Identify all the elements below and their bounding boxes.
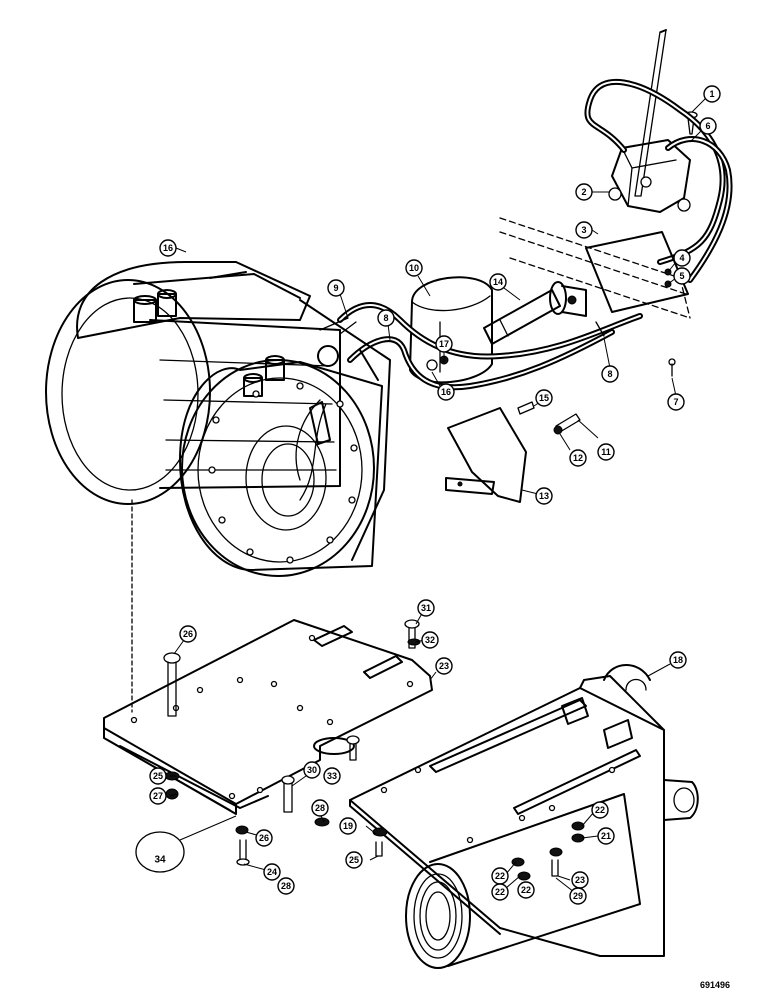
control-valve-assembly [584, 29, 733, 283]
callout: 22 [491, 883, 509, 901]
callout: 32 [421, 631, 439, 649]
callout: 13 [535, 487, 553, 505]
svg-text:9: 9 [333, 283, 338, 293]
svg-text:3: 3 [581, 225, 586, 235]
callout: 10 [405, 259, 423, 277]
svg-text:2: 2 [581, 187, 586, 197]
svg-text:32: 32 [425, 635, 435, 645]
svg-text:25: 25 [153, 771, 163, 781]
svg-text:14: 14 [493, 277, 503, 287]
svg-text:23: 23 [439, 661, 449, 671]
callout: 22 [491, 867, 509, 885]
shaft-guard [409, 276, 493, 384]
svg-text:33: 33 [327, 771, 337, 781]
callout: 5 [673, 267, 691, 285]
base-frame [349, 664, 699, 969]
callout: 33 [323, 767, 341, 785]
svg-text:16: 16 [163, 243, 173, 253]
callout: 3 [575, 221, 593, 239]
svg-text:24: 24 [267, 867, 277, 877]
callout: 4 [673, 249, 691, 267]
svg-text:12: 12 [573, 453, 583, 463]
leader-lines [169, 97, 707, 893]
callout: 16 [437, 383, 455, 401]
callout: 12 [569, 449, 587, 467]
callout: 25 [345, 851, 363, 869]
svg-text:28: 28 [315, 803, 325, 813]
callout-large: 34 [154, 855, 166, 866]
svg-text:28: 28 [281, 881, 291, 891]
callout: 14 [489, 273, 507, 291]
svg-text:34: 34 [154, 855, 166, 866]
svg-text:22: 22 [495, 887, 505, 897]
callout: 23 [571, 871, 589, 889]
svg-text:22: 22 [595, 805, 605, 815]
callout: 28 [311, 799, 329, 817]
callout: 9 [327, 279, 345, 297]
svg-text:15: 15 [539, 393, 549, 403]
mounting-plate [103, 499, 433, 815]
svg-text:8: 8 [607, 369, 612, 379]
callout: 18 [669, 651, 687, 669]
callout: 15 [535, 389, 553, 407]
svg-text:10: 10 [409, 263, 419, 273]
callout: 8 [601, 365, 619, 383]
svg-text:31: 31 [421, 603, 431, 613]
callout: 26 [255, 829, 273, 847]
callout: 1 [703, 85, 721, 103]
callout: 24 [263, 863, 281, 881]
svg-text:25: 25 [349, 855, 359, 865]
winch-housing [45, 261, 391, 577]
bracket [445, 407, 527, 503]
svg-text:26: 26 [183, 629, 193, 639]
callout: 28 [277, 877, 295, 895]
callout: 26 [179, 625, 197, 643]
callout: 7 [667, 393, 685, 411]
svg-text:22: 22 [521, 885, 531, 895]
callout: 21 [597, 827, 615, 845]
callout: 6 [699, 117, 717, 135]
callout: 31 [417, 599, 435, 617]
callout: 16 [159, 239, 177, 257]
callout: 23 [435, 657, 453, 675]
svg-text:5: 5 [679, 271, 684, 281]
callout: 8 [377, 309, 395, 327]
svg-text:11: 11 [601, 447, 611, 457]
callout: 11 [597, 443, 615, 461]
svg-text:26: 26 [259, 833, 269, 843]
callout: 25 [149, 767, 167, 785]
callout: 2 [575, 183, 593, 201]
drive-shaft [483, 281, 587, 345]
callout: 19 [339, 817, 357, 835]
svg-text:27: 27 [153, 791, 163, 801]
callout: 22 [517, 881, 535, 899]
callout: 17 [435, 335, 453, 353]
svg-text:8: 8 [383, 313, 388, 323]
drawing-number: 691496 [700, 980, 731, 990]
svg-text:23: 23 [575, 875, 585, 885]
callout: 29 [569, 887, 587, 905]
svg-text:30: 30 [307, 765, 317, 775]
callout: 30 [303, 761, 321, 779]
svg-text:7: 7 [673, 397, 678, 407]
callouts: 1 2 3 4 5 6 7 8 8 9 10 11 12 13 14 15 16… [149, 85, 721, 905]
svg-text:29: 29 [573, 891, 583, 901]
loose-hardware [517, 358, 676, 435]
svg-text:4: 4 [679, 253, 684, 263]
svg-text:18: 18 [673, 655, 683, 665]
svg-text:19: 19 [343, 821, 353, 831]
svg-text:16: 16 [441, 387, 451, 397]
callout: 27 [149, 787, 167, 805]
svg-text:6: 6 [705, 121, 710, 131]
svg-text:17: 17 [439, 339, 449, 349]
svg-text:1: 1 [709, 89, 714, 99]
svg-text:21: 21 [601, 831, 611, 841]
svg-text:13: 13 [539, 491, 549, 501]
callout: 22 [591, 801, 609, 819]
fasteners [135, 619, 585, 881]
svg-text:22: 22 [495, 871, 505, 881]
